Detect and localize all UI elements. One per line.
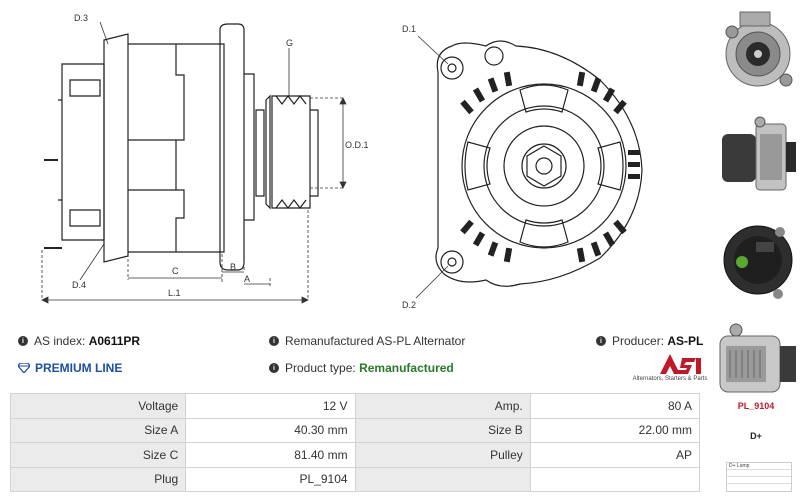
- thumbnail-front[interactable]: [716, 2, 800, 94]
- label-d4: D.4: [72, 280, 86, 290]
- label-od1: O.D.1: [345, 140, 369, 150]
- label-d3: D.3: [74, 13, 88, 23]
- product-type-value: Remanufactured: [359, 361, 454, 375]
- as-pl-logo: [630, 352, 710, 386]
- spec-value: 22.00 mm: [529, 417, 701, 443]
- label-c: C: [172, 266, 179, 276]
- plug-pin-row: [727, 477, 791, 484]
- spec-label: Size A: [9, 417, 187, 443]
- spec-label: Amp.: [354, 393, 531, 419]
- spec-value: 40.30 mm: [185, 417, 356, 443]
- table-row: Size A 40.30 mm Size B 22.00 mm: [9, 417, 701, 443]
- description-text: Remanufactured AS-PL Alternator: [285, 334, 466, 348]
- producer: i Producer: AS-PL: [596, 329, 703, 353]
- thumbnail-side[interactable]: [716, 110, 800, 202]
- info-icon: i: [18, 336, 28, 346]
- plug-terminal-label: D+: [750, 431, 762, 441]
- info-row-2: PREMIUM LINE i Product type: Remanufactu…: [0, 356, 710, 380]
- specification-table: Voltage 12 V Amp. 80 A Size A 40.30 mm S…: [9, 393, 701, 492]
- premium-line-label: PREMIUM LINE: [35, 361, 123, 375]
- label-a: A: [244, 274, 250, 284]
- as-index-label: AS index:: [34, 334, 86, 348]
- spec-label: Voltage: [9, 393, 187, 419]
- label-d2: D.2: [402, 300, 416, 310]
- premium-line-badge[interactable]: PREMIUM LINE: [18, 356, 122, 380]
- logo-caption: Alternators, Starters & Parts: [632, 376, 708, 382]
- label-d1: D.1: [402, 24, 416, 34]
- plug-caption: PL_9104: [737, 401, 775, 411]
- producer-label: Producer:: [612, 334, 665, 348]
- spec-label: Size B: [354, 417, 531, 443]
- info-icon: i: [596, 336, 606, 346]
- table-row: Size C 81.40 mm Pulley AP: [9, 442, 701, 468]
- spec-value: AP: [529, 442, 701, 468]
- thumbnail-angle[interactable]: [716, 316, 800, 408]
- spec-label: [354, 466, 531, 492]
- alternator-diagram: D.3 G O.D.1 D.4 B C A L.1: [41, 13, 643, 310]
- as-index: i AS index: A0611PR: [18, 329, 140, 353]
- info-icon: i: [269, 363, 279, 373]
- plug-pin-table: D+ Lamp: [726, 462, 792, 492]
- info-row-1: i AS index: A0611PR i Remanufactured AS-…: [0, 329, 710, 353]
- plug-pin-row: D+ Lamp: [727, 463, 791, 470]
- producer-value: AS-PL: [667, 334, 704, 348]
- vent-slots: [460, 71, 640, 263]
- info-icon: i: [269, 336, 279, 346]
- spec-value: [529, 466, 701, 492]
- spec-value: 81.40 mm: [185, 442, 356, 468]
- spec-label: Plug: [9, 466, 187, 492]
- as-index-value: A0611PR: [88, 334, 141, 348]
- thumbnail-rear[interactable]: [716, 212, 800, 304]
- spec-label: Pulley: [354, 442, 531, 468]
- product-type-label: Product type:: [285, 361, 356, 375]
- spec-value: 80 A: [529, 393, 701, 419]
- technical-drawing: D.3 G O.D.1 D.4 B C A L.1: [41, 13, 643, 310]
- product-description: i Remanufactured AS-PL Alternator: [269, 329, 465, 353]
- thumbnail-column: PL_9104 D+ D+ Lamp: [712, 0, 800, 501]
- product-type: i Product type: Remanufactured: [269, 356, 454, 380]
- spec-value: 12 V: [185, 393, 356, 419]
- spec-label: Size C: [9, 442, 187, 468]
- label-g: G: [286, 38, 293, 48]
- table-row: Voltage 12 V Amp. 80 A: [9, 393, 701, 419]
- plug-pin-row: [727, 470, 791, 477]
- label-l1: L.1: [168, 288, 181, 298]
- spec-value: PL_9104: [185, 466, 356, 492]
- table-row: Plug PL_9104: [9, 466, 701, 492]
- diamond-icon: [18, 363, 30, 373]
- label-b: B: [230, 262, 236, 272]
